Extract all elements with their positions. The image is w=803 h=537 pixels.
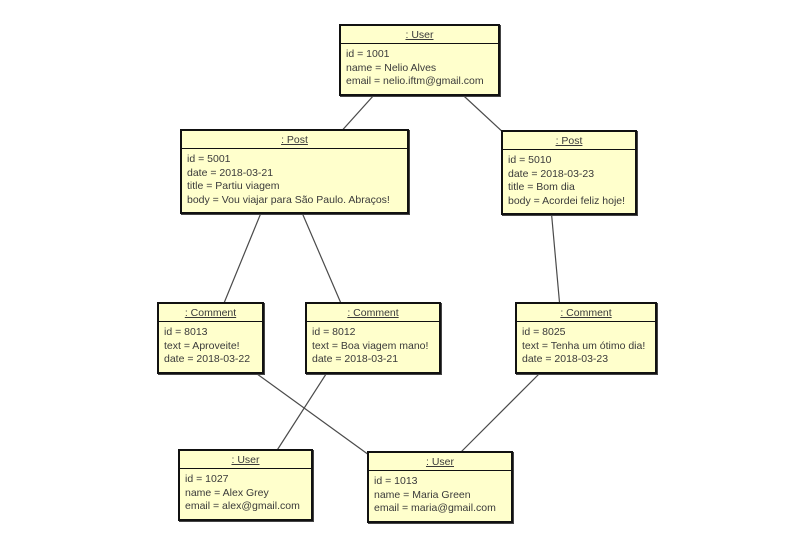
object-title: : Comment: [159, 304, 262, 322]
attribute-line: date = 2018-03-23: [508, 167, 595, 180]
object-title: : Post: [182, 131, 407, 149]
object-attributes: id = 1027 name = Alex Grey email = alex@…: [180, 469, 311, 519]
attribute-line: date = 2018-03-21: [312, 353, 399, 365]
attribute-line: name = Alex Grey: [185, 486, 269, 499]
attribute-line: body = Vou viajar para São Paulo. Abraço…: [187, 193, 390, 206]
attribute-line: id = 8012: [312, 326, 356, 338]
attribute-line: date = 2018-03-22: [164, 353, 251, 365]
edge-post5001-comment8012: [299, 207, 344, 309]
object-node-user-1013: : User id = 1013 name = Maria Green emai…: [367, 451, 513, 523]
object-title: : User: [341, 26, 498, 44]
attribute-line: title = Partiu viagem: [187, 180, 280, 192]
object-attributes: id = 5010 date = 2018-03-23 title = Bom …: [503, 150, 635, 213]
attribute-line: body = Acordei feliz hoje!: [508, 194, 626, 207]
edge-comment8025-user1013: [457, 370, 543, 456]
attribute-line: id = 1001: [346, 48, 390, 60]
attribute-line: id = 8013: [164, 326, 208, 338]
object-attributes: id = 1013 name = Maria Green email = mar…: [369, 471, 511, 521]
object-node-comment-8013: : Comment id = 8013 text = Aproveite! da…: [157, 302, 264, 374]
attribute-line: email = maria@gmail.com: [374, 502, 496, 514]
attribute-line: date = 2018-03-23: [522, 353, 609, 365]
object-attributes: id = 8025 text = Tenha um ótimo dia! dat…: [517, 322, 655, 372]
edge-post5010-comment8025: [550, 207, 561, 309]
attribute-line: id = 8025: [522, 326, 566, 338]
attribute-line: date = 2018-03-21: [187, 166, 274, 179]
object-attributes: id = 8013 text = Aproveite! date = 2018-…: [159, 322, 262, 372]
attribute-line: name = Maria Green: [374, 488, 471, 501]
attribute-line: id = 1027: [185, 473, 229, 485]
attribute-line: title = Bom dia: [508, 181, 575, 193]
edge-comment8013-user1013: [252, 370, 370, 456]
object-title: : Comment: [307, 304, 439, 322]
attribute-line: text = Aproveite!: [164, 339, 240, 352]
object-attributes: id = 8012 text = Boa viagem mano! date =…: [307, 322, 439, 372]
object-node-post-5001: : Post id = 5001 date = 2018-03-21 title…: [180, 129, 409, 214]
attribute-line: email = nelio.iftm@gmail.com: [346, 75, 484, 87]
object-title: : User: [369, 453, 511, 471]
attribute-line: text = Boa viagem mano!: [312, 339, 429, 352]
edge-post5001-comment8013: [221, 207, 264, 309]
attribute-line: id = 5010: [508, 154, 552, 166]
object-title: : Post: [503, 132, 635, 150]
object-attributes: id = 1001 name = Nelio Alves email = nel…: [341, 44, 498, 94]
attribute-line: name = Nelio Alves: [346, 61, 437, 74]
attribute-line: id = 1013: [374, 475, 418, 487]
object-node-user-1001: : User id = 1001 name = Nelio Alves emai…: [339, 24, 500, 96]
object-node-user-1027: : User id = 1027 name = Alex Grey email …: [178, 449, 313, 521]
attribute-line: text = Tenha um ótimo dia!: [522, 339, 646, 352]
edge-comment8012-user1027: [273, 370, 329, 456]
object-node-post-5010: : Post id = 5010 date = 2018-03-23 title…: [501, 130, 637, 215]
attribute-line: email = alex@gmail.com: [185, 500, 300, 512]
object-title: : Comment: [517, 304, 655, 322]
attribute-line: id = 5001: [187, 153, 231, 165]
object-node-comment-8012: : Comment id = 8012 text = Boa viagem ma…: [305, 302, 441, 374]
object-node-comment-8025: : Comment id = 8025 text = Tenha um ótim…: [515, 302, 657, 374]
object-title: : User: [180, 451, 311, 469]
object-attributes: id = 5001 date = 2018-03-21 title = Part…: [182, 149, 407, 212]
